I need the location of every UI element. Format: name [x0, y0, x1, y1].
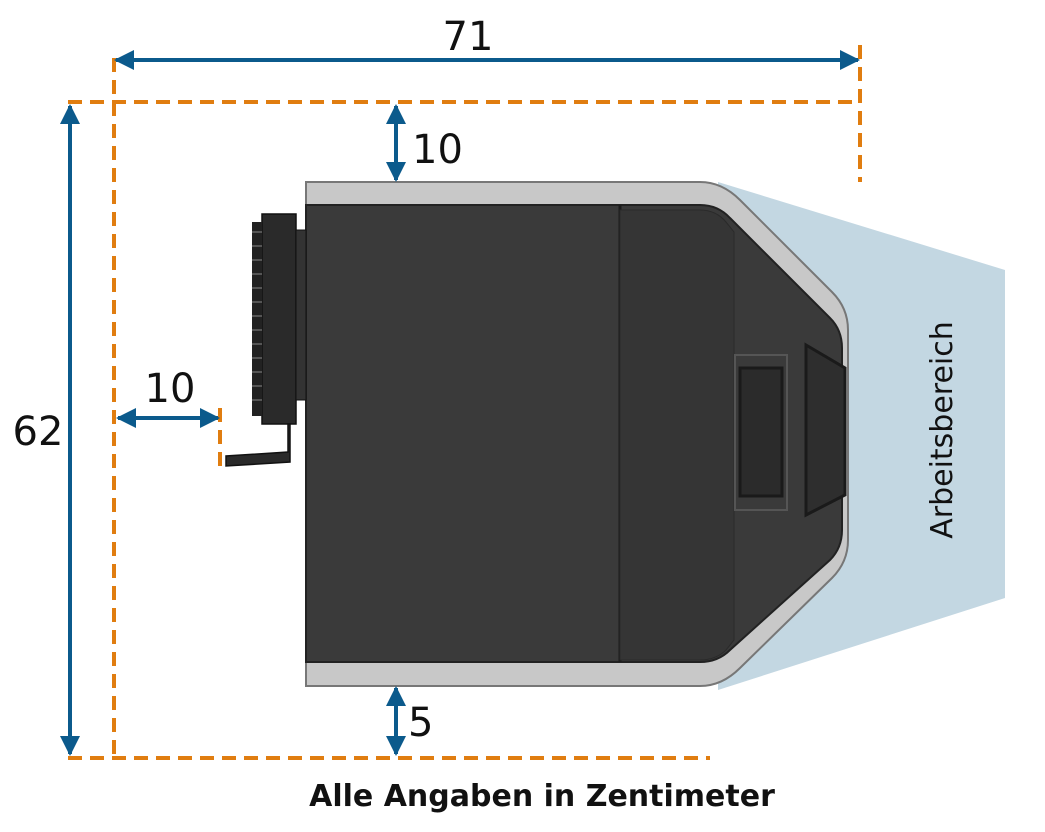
device-top-view: [225, 181, 849, 687]
unit-note: Alle Angaben in Zentimeter: [309, 779, 775, 814]
device-front-panel: [619, 209, 735, 661]
bottom-clearance-label: 5: [408, 700, 433, 746]
device-rear-pipe: [225, 423, 291, 467]
device-cooling-fins: [252, 213, 307, 425]
working-area-label: Arbeitsbereich: [925, 321, 960, 539]
clearance-outline: [68, 45, 862, 760]
side-clearance-label: 10: [145, 366, 196, 412]
total-depth-label: 62: [13, 409, 64, 455]
device-front-hatch: [804, 342, 847, 518]
device-display: [738, 366, 784, 498]
dimension-arrows: [60, 50, 860, 756]
total-width-label: 71: [443, 14, 494, 60]
device-display-frame: [734, 354, 788, 511]
top-clearance-label: 10: [412, 127, 463, 173]
